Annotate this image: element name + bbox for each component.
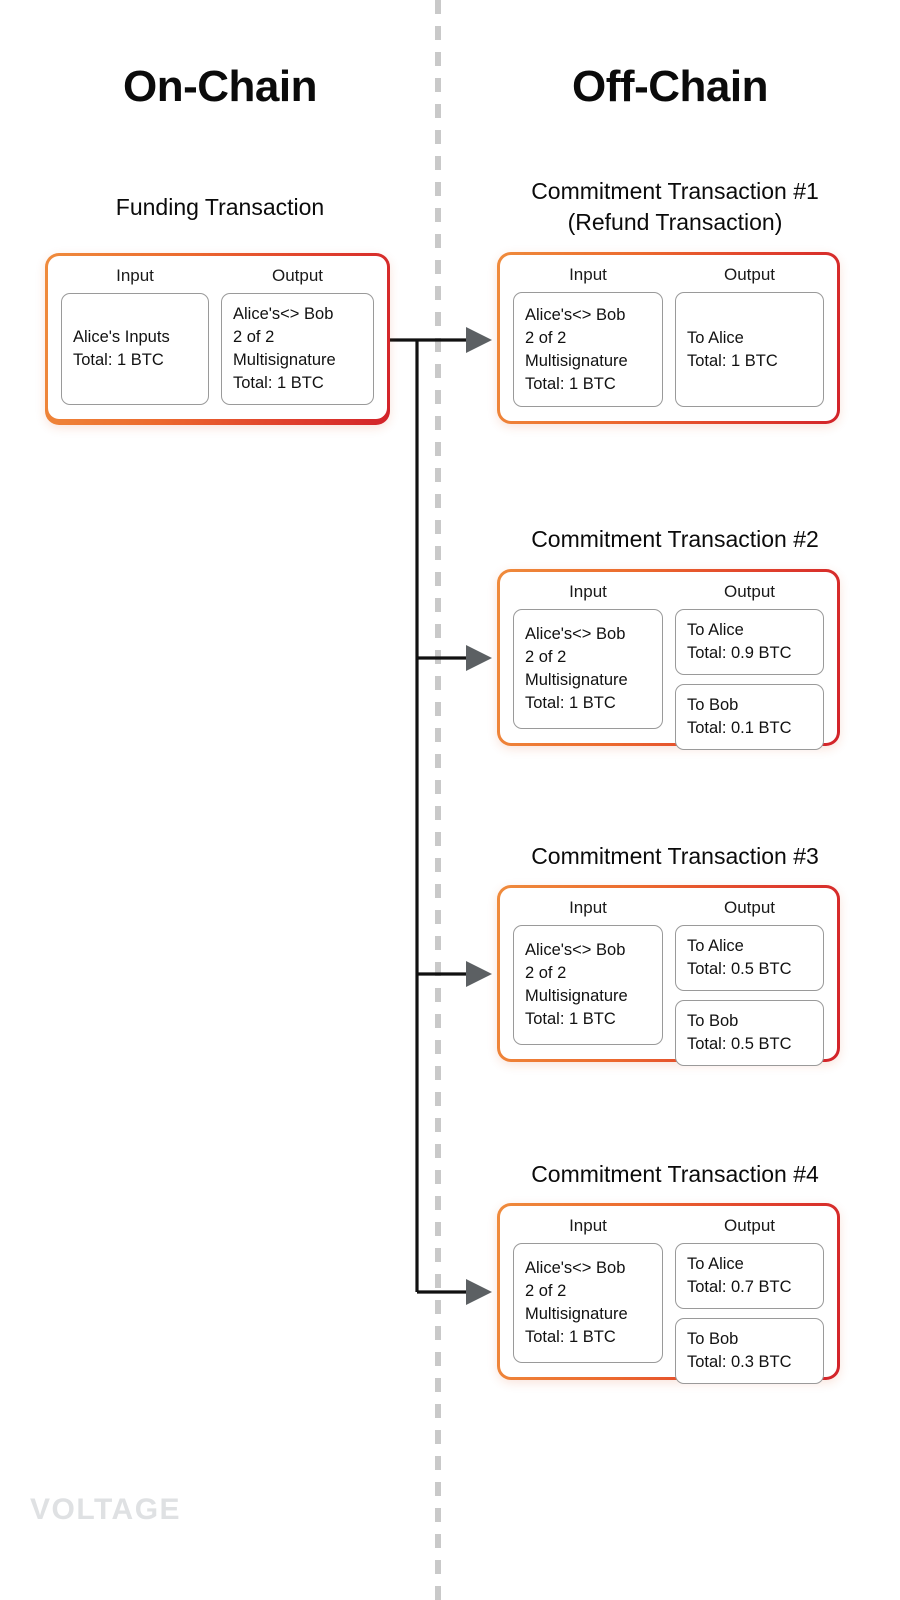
slot-line: Alice's Inputs — [73, 328, 170, 346]
slot-line: Total: 1 BTC — [525, 1010, 616, 1028]
slot-line: Alice's<> Bob — [525, 941, 626, 959]
commitment-output-label-3: Output — [723, 898, 776, 917]
slot-line: To Alice — [686, 937, 744, 955]
commitment-transaction-title-3: Commitment Transaction #3 — [531, 843, 819, 869]
arrowhead-to-tx1 — [466, 327, 492, 353]
funding-input-label: Input — [116, 266, 154, 285]
slot-line: To Bob — [686, 696, 739, 714]
slot-line: Alice's<> Bob — [233, 305, 334, 323]
commitment-transaction-title-4: Commitment Transaction #4 — [531, 1161, 819, 1187]
slot-line: Multisignature — [233, 351, 336, 369]
commitment-input-label-4: Input — [569, 1216, 607, 1235]
commitment-output-label-4: Output — [723, 1216, 776, 1235]
arrowhead-to-tx4 — [466, 1279, 492, 1305]
slot-line: 2 of 2 — [525, 328, 567, 347]
slot-line: To Bob — [686, 1330, 739, 1348]
commitment-transaction-title-2: Commitment Transaction #2 — [531, 526, 819, 552]
column-heading-off-chain: Off-Chain — [572, 62, 768, 111]
slot-line: Total: 1 BTC — [525, 1328, 616, 1346]
slot-line: Alice's<> Bob — [525, 625, 626, 643]
slot-line: To Alice — [686, 621, 744, 639]
column-heading-on-chain: On-Chain — [123, 62, 317, 111]
slot-line: To Alice — [686, 1255, 744, 1273]
commitment-transaction-subtitle-1: (Refund Transaction) — [567, 209, 783, 235]
slot-line: To Alice — [686, 328, 744, 347]
slot-line: 2 of 2 — [233, 328, 275, 346]
slot-line: Total: 0.5 BTC — [686, 1035, 792, 1053]
funding-output-label: Output — [271, 266, 324, 285]
chain-divider-dashed-line — [435, 0, 441, 1600]
voltage-logo: VOLTAGE — [30, 1493, 240, 1527]
commitment-output-label-2: Output — [723, 582, 776, 601]
funding-transaction-group: Funding Transaction Input Alice's Inputs… — [0, 192, 440, 425]
arrowhead-to-tx2 — [466, 645, 492, 671]
slot-line: 2 of 2 — [525, 964, 567, 982]
slot-line: Total: 0.9 BTC — [686, 644, 792, 662]
commitment-input-label-2: Input — [569, 582, 607, 601]
slot-line: 2 of 2 — [525, 1282, 567, 1300]
slot-line: Total: 1 BTC — [525, 694, 616, 712]
slot-line: Total: 0.3 BTC — [686, 1353, 792, 1371]
slot-line: Total: 0.7 BTC — [686, 1278, 792, 1296]
slot-line: Multisignature — [525, 987, 628, 1005]
commitment-input-label-1: Input — [569, 265, 607, 284]
slot-line: To Bob — [686, 1012, 739, 1030]
slot-line: 2 of 2 — [525, 648, 567, 666]
slot-line: Total: 0.5 BTC — [686, 960, 792, 978]
slot-line: Total: 1 BTC — [233, 374, 324, 392]
funding-transaction-title: Funding Transaction — [115, 194, 325, 220]
slot-line: Total: 0.1 BTC — [686, 719, 792, 737]
slot-line: Total: 1 BTC — [525, 374, 616, 393]
slot-line: Total: 1 BTC — [686, 351, 778, 370]
voltage-logo-text: VOLTAGE — [30, 1493, 182, 1526]
commitment-input-label-3: Input — [569, 898, 607, 917]
slot-line: Alice's<> Bob — [525, 1259, 626, 1277]
slot-line: Multisignature — [525, 1305, 628, 1323]
funding-output-column: Output Alice's<> Bob 2 of 2 Multisignature… — [221, 266, 374, 405]
slot-line: Multisignature — [525, 351, 628, 370]
commitment-output-label-1: Output — [723, 265, 776, 284]
commitment-transaction-group-1: Commitment Transaction #1(Refund Transac… — [450, 176, 900, 424]
commitment-transaction-title-1: Commitment Transaction #1(Refund Transac… — [450, 176, 900, 238]
slot-line: Multisignature — [525, 671, 628, 689]
slot-line: Total: 1 BTC — [73, 351, 164, 369]
slot-line: Alice's<> Bob — [525, 305, 626, 324]
arrowhead-to-tx3 — [466, 961, 492, 987]
